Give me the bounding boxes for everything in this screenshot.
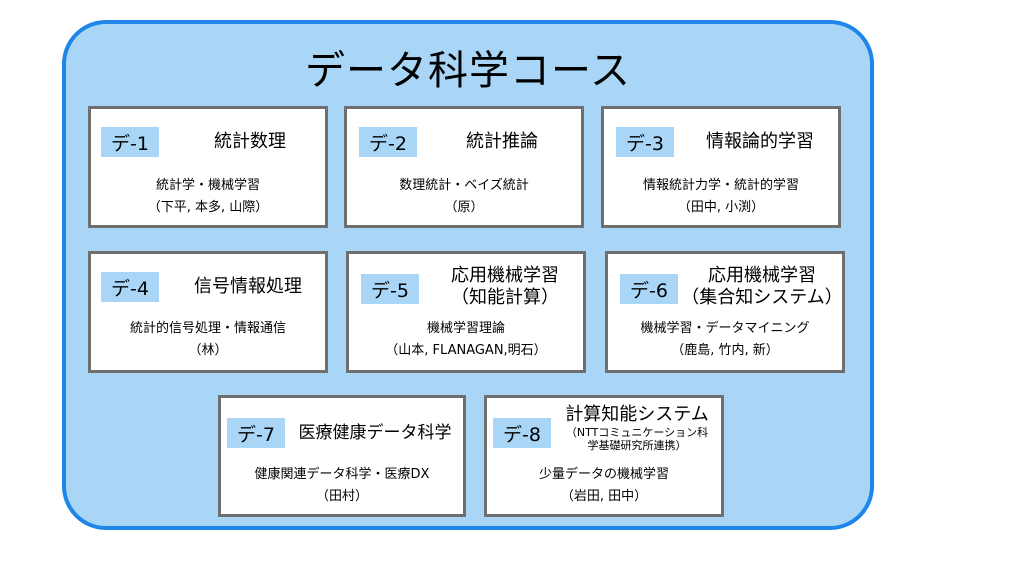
course-name-sub2: 学基礎研究所連携） (587, 439, 687, 452)
course-faculty: （岩田, 田中） (560, 489, 648, 504)
course-topics: 機械学習・データマイニング (640, 321, 810, 336)
course-faculty: （下平, 本多, 山際） (147, 200, 269, 215)
course-name-line1: 応用機械学習 (708, 265, 816, 286)
course-topics: 機械学習理論 (426, 321, 505, 336)
course-name: 信号情報処理 (194, 276, 302, 297)
course-name: 統計数理 (214, 131, 286, 152)
course-name-main: 計算知能システム (565, 404, 709, 425)
course-id-tag: デ-5 (361, 274, 419, 304)
course-card-de4: デ-4 信号情報処理 統計的信号処理・情報通信 （林） (88, 251, 328, 373)
course-topics: 健康関連データ科学・医療DX (254, 467, 430, 482)
course-id-tag: デ-4 (101, 272, 159, 302)
course-name-sub1: （NTTコミュニケーション科 (565, 426, 709, 439)
course-faculty: （田中, 小渕） (677, 200, 765, 215)
course-card-de7: デ-7 医療健康データ科学 健康関連データ科学・医療DX （田村） (218, 395, 466, 517)
page-title: データ科学コース (305, 48, 631, 94)
course-faculty: （原） (444, 200, 484, 215)
course-id-tag: デ-3 (616, 127, 674, 157)
course-id-tag: デ-7 (227, 418, 285, 448)
course-card-de8: デ-8 計算知能システム （NTTコミュニケーション科 学基礎研究所連携） 少量… (484, 395, 724, 517)
course-id-tag: デ-6 (620, 274, 678, 304)
course-topics: 数理統計・ベイズ統計 (399, 178, 529, 193)
course-name: 統計推論 (466, 131, 538, 152)
course-topics: 統計的信号処理・情報通信 (129, 321, 286, 336)
course-name: 応用機械学習 （集合知システム） (680, 265, 844, 309)
course-id-tag: デ-2 (359, 127, 417, 157)
course-card-de6: デ-6 応用機械学習 （集合知システム） 機械学習・データマイニング （鹿島, … (605, 251, 845, 373)
course-card-de3: デ-3 情報論的学習 情報統計力学・統計的学習 （田中, 小渕） (601, 106, 841, 228)
course-card-de5: デ-5 応用機械学習 （知能計算） 機械学習理論 （山本, FLANAGAN,明… (346, 251, 586, 373)
course-faculty: （林） (188, 343, 228, 358)
course-name: 計算知能システム （NTTコミュニケーション科 学基礎研究所連携） (553, 404, 721, 452)
course-topics: 情報統計力学・統計的学習 (642, 178, 799, 193)
course-faculty: （鹿島, 竹内, 新） (671, 343, 779, 358)
course-name: 医療健康データ科学 (298, 423, 452, 443)
course-name: 情報論的学習 (706, 131, 814, 152)
course-card-de2: デ-2 統計推論 数理統計・ベイズ統計 （原） (344, 106, 584, 228)
course-name-line2: （知能計算） (451, 287, 559, 308)
course-faculty: （田村） (315, 489, 368, 504)
course-name-line1: 応用機械学習 (451, 265, 559, 286)
course-name: 応用機械学習 （知能計算） (427, 265, 583, 309)
course-name-line2: （集合知システム） (681, 287, 843, 308)
course-topics: 少量データの機械学習 (538, 467, 669, 482)
course-id-tag: デ-1 (101, 127, 159, 157)
course-faculty: （山本, FLANAGAN,明石） (385, 343, 547, 358)
course-id-tag: デ-8 (493, 418, 551, 448)
course-topics: 統計学・機械学習 (155, 178, 260, 193)
course-card-de1: デ-1 統計数理 統計学・機械学習 （下平, 本多, 山際） (88, 106, 328, 228)
